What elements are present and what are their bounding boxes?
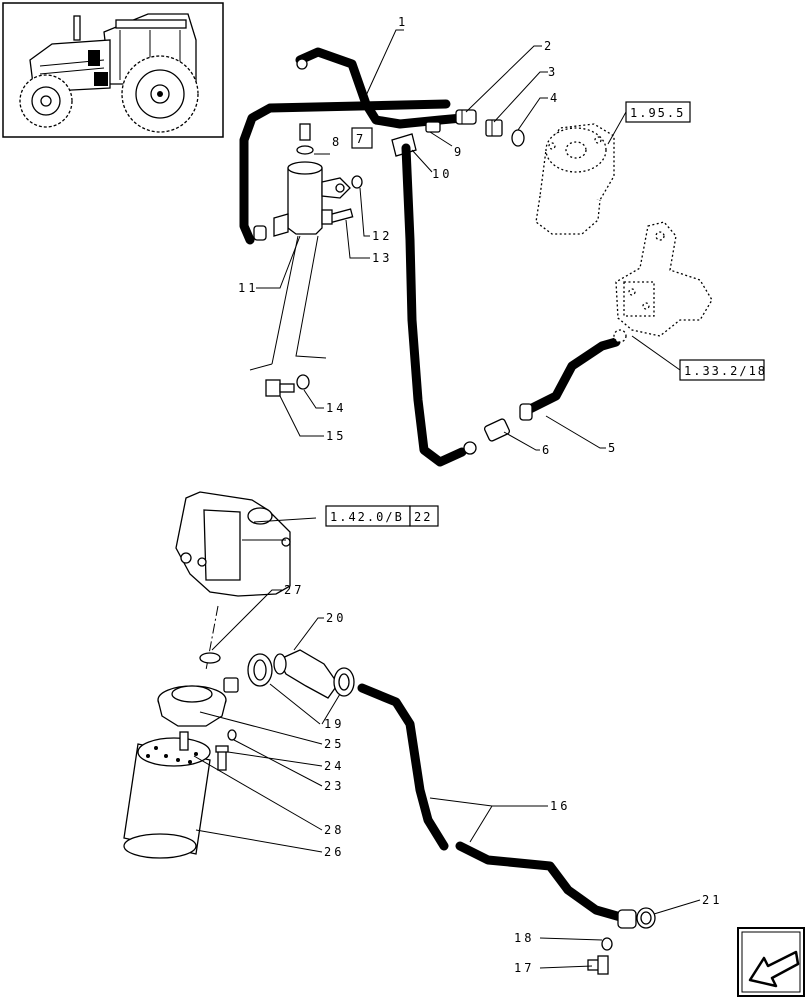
callout-11: 11 [238, 281, 258, 295]
svg-text:1.95.5: 1.95.5 [630, 106, 685, 120]
pump-housing [175, 491, 291, 597]
svg-text:1.33.2/18: 1.33.2/18 [684, 364, 767, 378]
bolt-24 [215, 745, 229, 771]
filter-housing-11 [273, 123, 351, 237]
svg-text:7: 7 [356, 132, 365, 146]
tractor-location-icon [2, 2, 224, 138]
banjo-bolt-9 [425, 121, 441, 133]
callout-13: 13 [372, 251, 392, 265]
svg-text:1.42.0/B: 1.42.0/B [330, 510, 404, 524]
callout-1: 1 [398, 15, 408, 29]
callout-25: 25 [324, 737, 344, 751]
callout-4: 4 [550, 91, 560, 105]
reference-box-1-33-2-18[interactable]: 1.33.2/18 [679, 359, 767, 381]
callout-2: 2 [544, 39, 554, 53]
callout-10: 10 [432, 167, 452, 181]
pipe-5 [519, 337, 621, 421]
fitting-3 [485, 119, 503, 137]
pipe-16 [357, 683, 637, 929]
clamp-19-left [247, 653, 273, 687]
callout-21: 21 [702, 893, 722, 907]
valve-block [613, 221, 713, 343]
callout-27: 27 [284, 583, 304, 597]
callout-15: 15 [326, 429, 346, 443]
reference-box-1-95-5[interactable]: 1.95.5 [625, 101, 691, 123]
bolt-17 [587, 955, 609, 975]
o-ring-27 [199, 652, 221, 664]
callout-24: 24 [324, 759, 344, 773]
bolt-15 [265, 379, 295, 397]
callout-16: 16 [550, 799, 570, 813]
clamp-19-right [333, 667, 355, 697]
callout-14: 14 [326, 401, 346, 415]
filter-head-25 [157, 677, 239, 727]
hydraulic-motor [535, 123, 615, 235]
leader-lines [193, 29, 701, 969]
callout-23: 23 [324, 779, 344, 793]
callout-19: 19 [324, 717, 344, 731]
callout-8: 8 [332, 135, 342, 149]
callout-6: 6 [542, 443, 552, 457]
callout-28: 28 [324, 823, 344, 837]
washer-12 [351, 175, 363, 189]
washer-14 [296, 374, 310, 390]
callout-12: 12 [372, 229, 392, 243]
fitting-2 [455, 109, 477, 125]
pipe-1 [239, 47, 467, 245]
fitting-6 [463, 418, 511, 455]
callout-3: 3 [548, 65, 558, 79]
svg-text:22: 22 [414, 510, 432, 524]
callout-26: 26 [324, 845, 344, 859]
callout-5: 5 [608, 441, 618, 455]
callout-9: 9 [454, 145, 464, 159]
washer-18 [601, 937, 613, 951]
callout-17: 17 [514, 961, 534, 975]
washer-21 [636, 907, 656, 929]
previous-page-arrow-icon[interactable] [737, 927, 805, 997]
seal-4 [511, 129, 525, 147]
pipe-return [401, 143, 467, 467]
reference-box-1-42-0-b[interactable]: 1.42.0/B 22 [325, 505, 439, 527]
callout-18: 18 [514, 931, 534, 945]
filter-cartridge-26 [123, 731, 211, 859]
hose-20 [273, 649, 339, 699]
reference-box-8-suffix[interactable]: 7 [351, 127, 373, 149]
washer-23 [227, 729, 237, 741]
callout-20: 20 [326, 611, 346, 625]
bolt-13 [321, 208, 354, 225]
